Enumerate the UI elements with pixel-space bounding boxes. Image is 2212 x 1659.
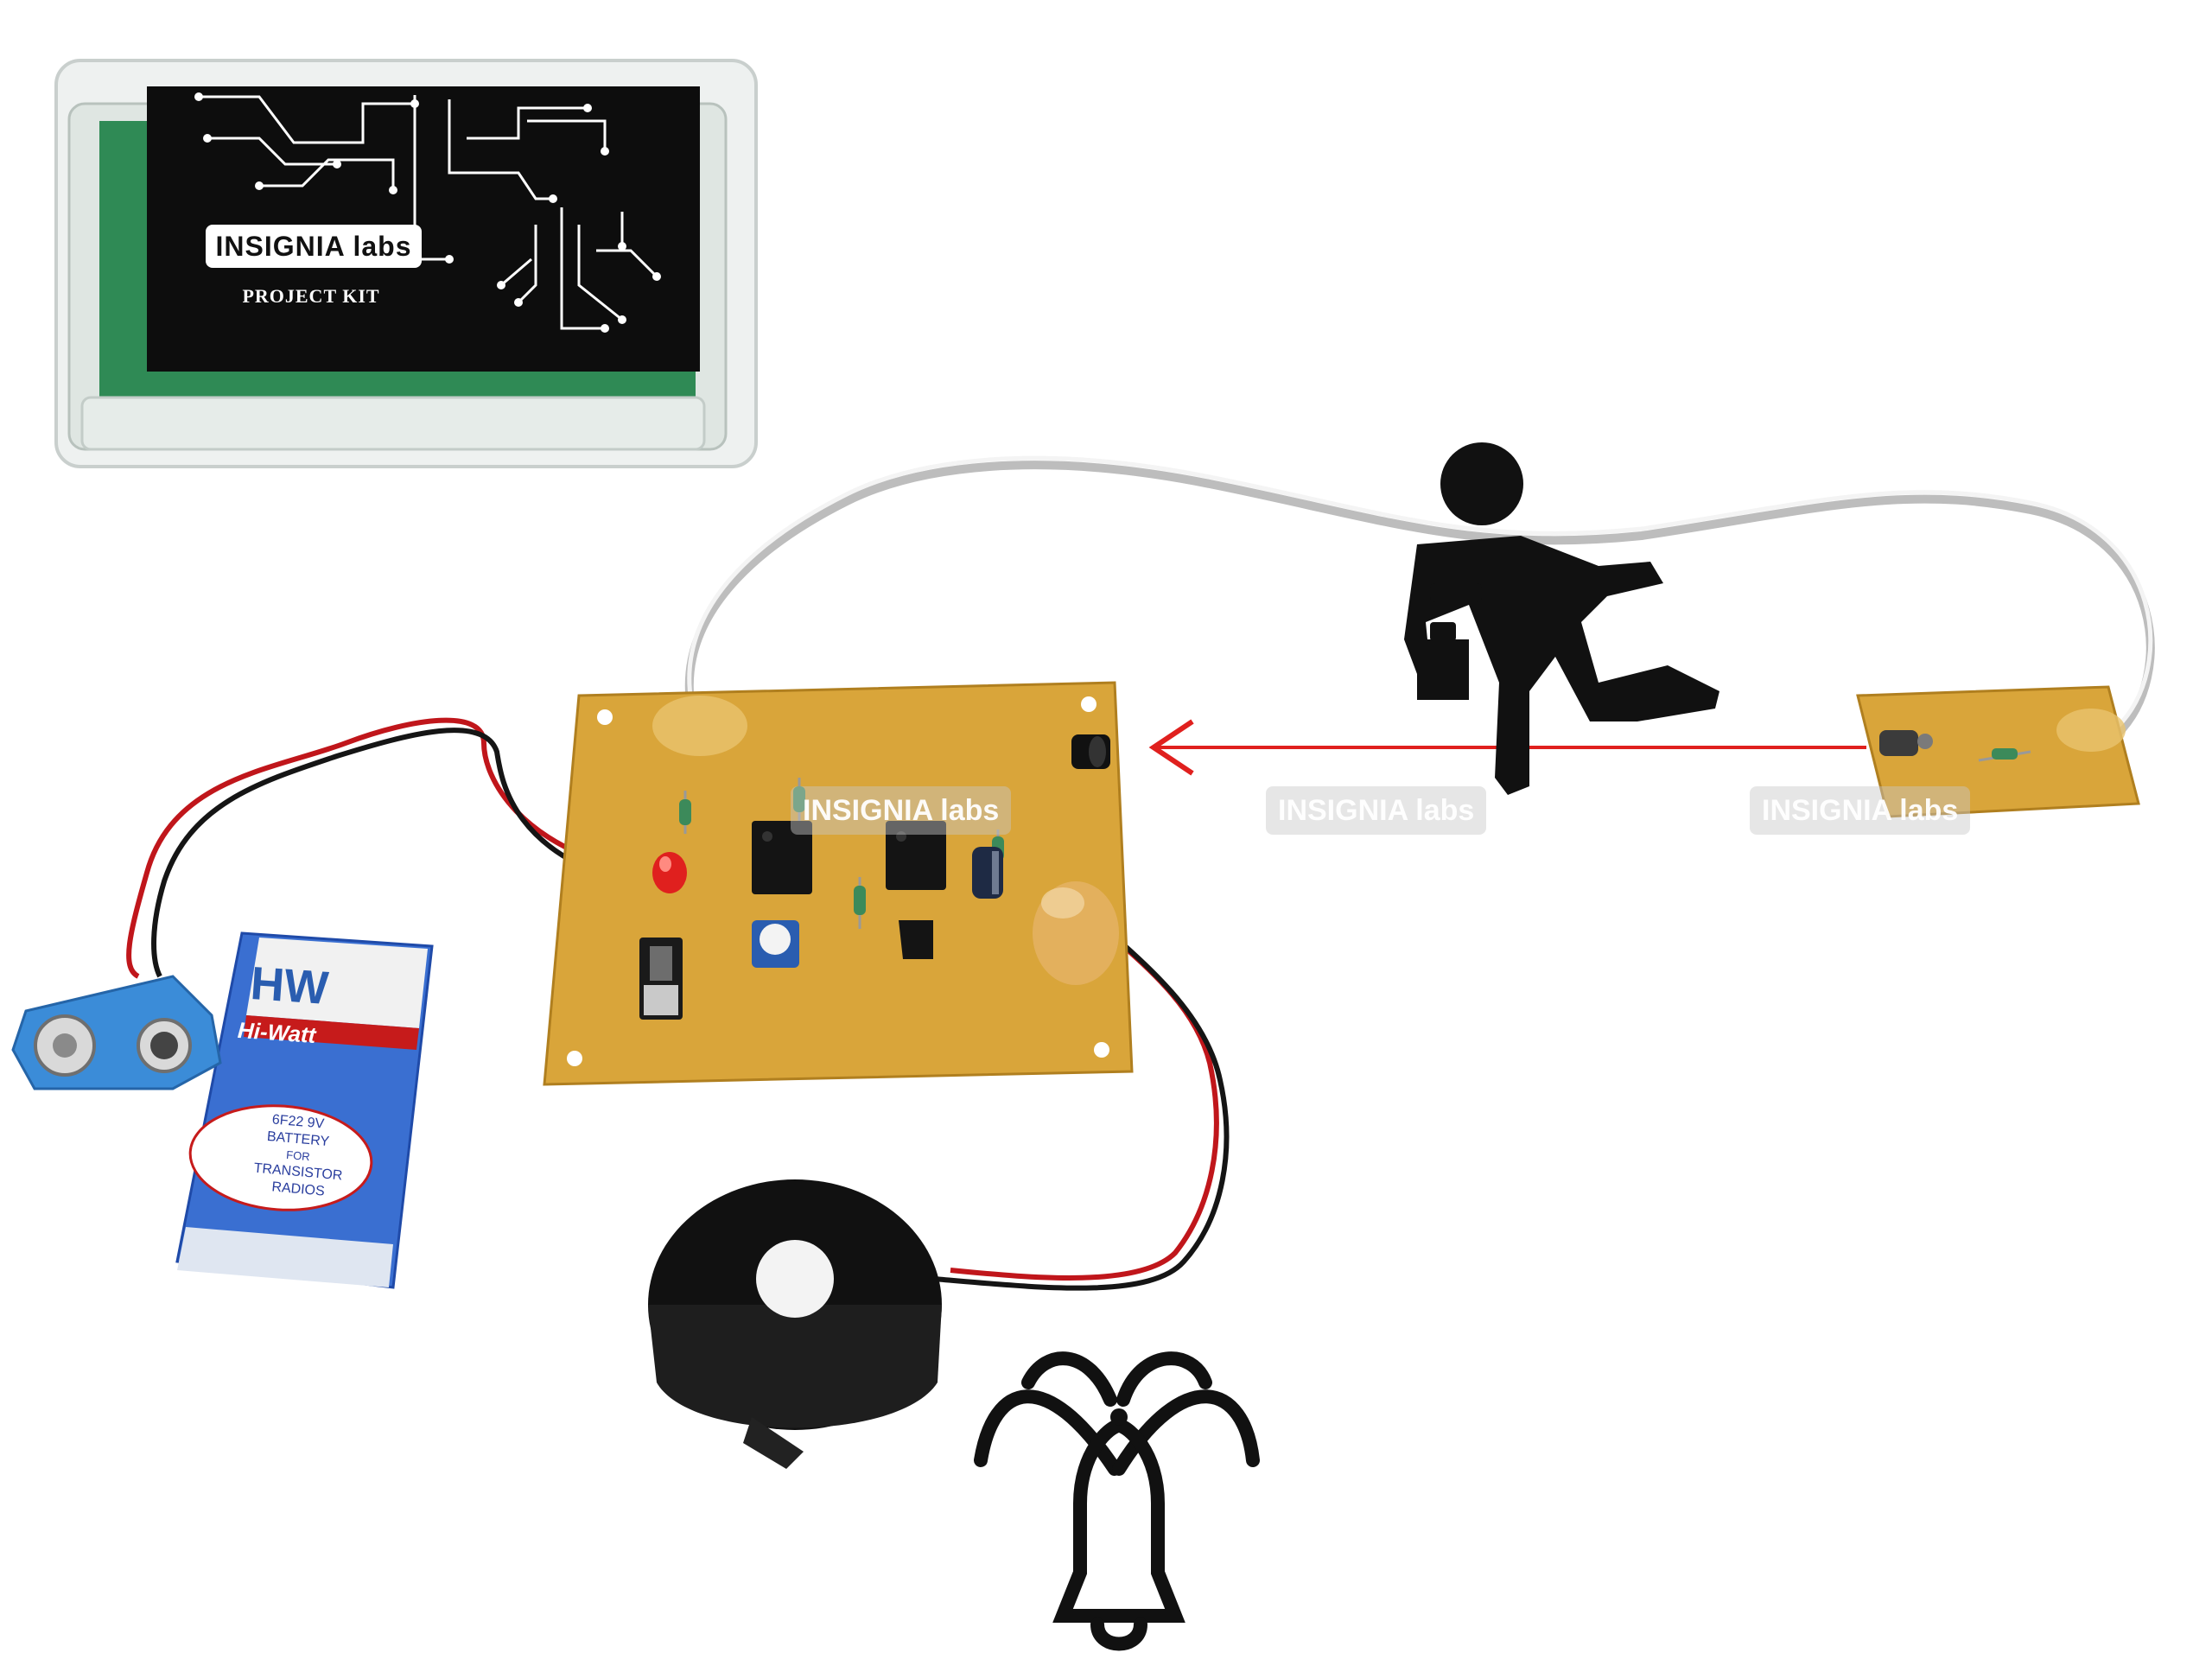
wires <box>126 455 2155 1291</box>
battery-wire-red <box>126 717 640 979</box>
kit-brand-logo: INSIGNIA labs <box>206 225 422 268</box>
watermark: INSIGNIA labs <box>791 786 1012 835</box>
watermark: INSIGNIA labs <box>1750 786 1971 835</box>
sensor-wire-gray <box>684 461 2155 738</box>
watermark: INSIGNIA labs <box>1266 786 1487 835</box>
battery-brand-name: Hi-Watt <box>237 1016 317 1049</box>
transistor <box>899 920 933 959</box>
battery-brand-logo: HW <box>249 957 330 1015</box>
ic-chip <box>752 821 812 894</box>
running-thief-icon <box>1404 442 1719 795</box>
resistor <box>854 877 866 929</box>
resistor <box>1978 748 2031 762</box>
battery-snap-connector <box>11 975 222 1090</box>
ic-chip <box>886 821 946 890</box>
preset-potentiometer <box>752 920 799 968</box>
slide-switch <box>639 938 683 1020</box>
piezo-buzzer <box>648 1179 942 1469</box>
buzzer-wire-black <box>932 905 1230 1291</box>
capacitor <box>972 847 1003 899</box>
resistor <box>679 791 691 834</box>
main-pcb <box>543 681 1134 1086</box>
battery-9v <box>175 931 434 1289</box>
transmitter-pcb <box>1856 685 2140 818</box>
laser-emitter <box>1879 730 1933 756</box>
arrow-left-icon <box>1148 719 1194 776</box>
kit-title: PROJECT KIT <box>242 285 380 307</box>
ringing-bell-icon <box>974 1351 1260 1651</box>
circuit-trace-art <box>199 95 658 330</box>
ldr-receiver <box>1071 734 1110 769</box>
red-led <box>652 852 687 893</box>
battery-wire-black <box>151 728 640 978</box>
resistor <box>793 778 805 821</box>
